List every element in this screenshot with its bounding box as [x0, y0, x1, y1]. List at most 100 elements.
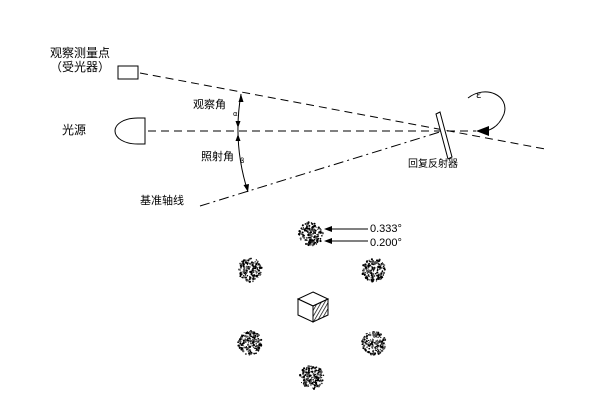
bead-grain	[303, 228, 306, 231]
bead-grain	[259, 264, 262, 267]
bead-grain	[381, 276, 384, 279]
bead-grain	[308, 227, 311, 230]
callout-arrow-lower	[324, 238, 332, 244]
arc-arrow-mid-down	[235, 134, 241, 141]
bead-grain	[379, 344, 382, 347]
bead-grain	[380, 272, 383, 275]
bead-grain	[313, 224, 317, 228]
bead-grain	[305, 384, 308, 387]
bead-grain	[300, 233, 302, 235]
bead-grain	[244, 341, 247, 343]
bead-grain	[371, 275, 374, 277]
bead-grain	[314, 229, 317, 232]
bead-grain	[247, 259, 250, 262]
bead-grain	[304, 223, 307, 225]
bead-grain	[254, 261, 256, 263]
bead-grain	[363, 338, 366, 341]
rotation-symbol: ε	[476, 90, 481, 101]
bead-grain	[380, 340, 384, 343]
bead-grain	[378, 266, 382, 269]
bead-grain	[303, 369, 306, 373]
bead-grain	[238, 268, 241, 271]
bead-grain	[246, 279, 248, 281]
bead-grain	[313, 238, 316, 241]
bead-grain	[298, 230, 301, 233]
bead-grain	[383, 265, 385, 267]
bead-grain	[315, 226, 317, 229]
bead-grain	[310, 222, 313, 224]
bead-grain	[302, 372, 305, 374]
bead-grain	[383, 273, 385, 275]
bead-grain	[238, 345, 241, 347]
bead-grain	[256, 260, 259, 263]
bead-grain	[251, 274, 254, 277]
illumination-angle-symbol: β	[240, 157, 244, 165]
bead-grain	[365, 340, 368, 343]
bead-grain	[252, 271, 255, 273]
bead-grain	[319, 368, 322, 371]
bead-grain	[251, 338, 254, 341]
bead-grain	[364, 265, 366, 268]
bead-grain	[364, 341, 367, 344]
bead-grain	[255, 263, 258, 266]
bead-grain	[378, 268, 381, 271]
retroreflective-bead	[237, 330, 263, 356]
bead-grain	[255, 259, 258, 261]
bead-grain	[313, 386, 316, 389]
observation-angle-label: 观察角	[193, 97, 226, 111]
bead-grain	[313, 381, 316, 383]
bead-grain	[307, 373, 309, 376]
bead-grain	[307, 384, 310, 386]
bead-grain	[362, 270, 364, 272]
light-source-shape	[114, 117, 146, 145]
bead-grain	[365, 268, 368, 271]
bead-grain	[241, 347, 244, 349]
bead-grain	[316, 240, 319, 243]
reference-axis-line	[199, 130, 444, 207]
bead-grain	[247, 350, 250, 353]
bead-grain	[375, 278, 378, 281]
bead-grain	[250, 331, 254, 334]
bead-grain	[380, 336, 382, 339]
bead-grain	[379, 349, 381, 351]
bead-grain	[365, 265, 368, 268]
bead-grain	[319, 370, 321, 373]
bead-grain	[374, 260, 377, 263]
bead-grain	[363, 273, 366, 276]
bead-grain	[374, 349, 376, 351]
bead-grain	[258, 266, 262, 270]
bead-grain	[314, 241, 317, 244]
bead-grain	[239, 344, 242, 346]
bead-grain	[383, 264, 386, 266]
bead-grain	[367, 268, 370, 270]
bead-grain	[378, 263, 381, 265]
bead-grain	[252, 267, 254, 270]
bead-grain	[364, 349, 367, 352]
bead-grain	[251, 344, 254, 347]
bead-grain	[316, 233, 318, 236]
bead-grain	[307, 372, 309, 374]
bead-grain	[311, 226, 314, 229]
bead-grain	[314, 235, 316, 237]
bead-grain	[383, 337, 385, 340]
bead-grain	[251, 264, 254, 267]
bead-grain	[300, 238, 302, 241]
bead-grain	[252, 333, 255, 335]
bead-grain	[361, 272, 364, 276]
bead-grain	[367, 266, 370, 268]
bead-grain	[368, 259, 371, 262]
bead-grain	[382, 274, 384, 276]
bead-grain	[370, 271, 373, 275]
bead-grain	[375, 280, 377, 282]
bead-grain	[319, 228, 322, 231]
bead-grain	[318, 367, 320, 369]
bead-grain	[243, 274, 245, 277]
bead-grain	[373, 263, 375, 266]
bead-grain	[365, 260, 369, 263]
bead-grain	[241, 261, 243, 263]
bead-grain	[382, 346, 386, 350]
bead-grain	[367, 339, 370, 342]
bead-grain	[310, 236, 312, 239]
bead-grain	[320, 380, 323, 383]
